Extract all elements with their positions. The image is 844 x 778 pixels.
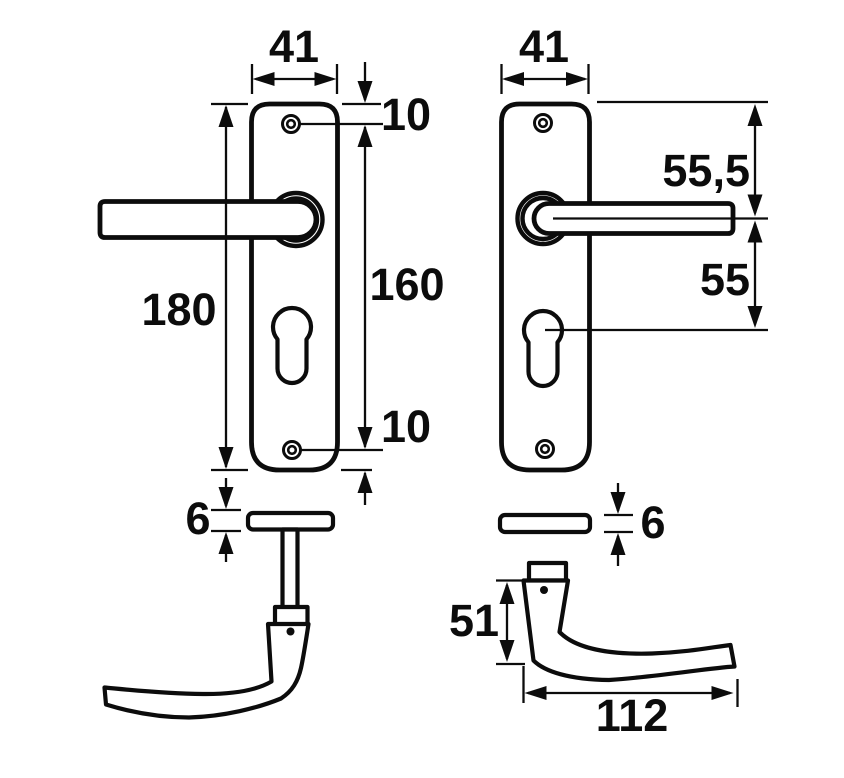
- dim-label-plate-height: 180: [141, 284, 216, 335]
- dim-top-to-handle: 55,5: [597, 100, 768, 217]
- screw-hole-top-center: [285, 118, 297, 130]
- euro-cylinder-cutout: [270, 305, 314, 386]
- side-view-figure: [499, 101, 768, 473]
- arrowhead-up: [357, 125, 373, 147]
- dim-label-rose-thickness-left: 6: [185, 493, 210, 544]
- arrowhead-up: [218, 105, 234, 127]
- dim-rose-thickness-left: 6: [185, 478, 241, 562]
- dim-screw-top-offset: 10: [299, 62, 431, 140]
- dim-handle-height: 51: [449, 579, 525, 666]
- dim-label-top-to-handle: 55,5: [662, 145, 750, 196]
- rose-side-view-right: [497, 512, 593, 535]
- dim-label-plate-width-left: 41: [269, 21, 319, 72]
- spindle-socket: [526, 560, 569, 583]
- exploded-parts-right: [497, 512, 737, 683]
- screw-hole-bottom-right-center: [539, 443, 551, 455]
- dim-screw-spacing: 160: [357, 125, 445, 449]
- arrowhead-up: [499, 582, 515, 604]
- dim-plate-height: 180: [141, 102, 248, 472]
- arrowhead-up: [747, 104, 763, 126]
- grub-screw-dot: [286, 627, 295, 636]
- dim-screw-bottom-offset: 10: [300, 401, 431, 505]
- arrowhead-up: [357, 471, 373, 493]
- dim-handle-length: 112: [522, 666, 739, 741]
- rose-side-view: [245, 510, 336, 532]
- arrowhead-down: [218, 487, 234, 509]
- dim-handle-to-cylinder: 55: [700, 220, 763, 328]
- dim-label-handle-height: 51: [449, 595, 499, 646]
- lever-handle-side-right: [521, 578, 737, 683]
- screw-hole-top-right-center: [537, 117, 549, 129]
- arrowhead-left: [524, 686, 547, 700]
- arrowhead-right: [711, 686, 734, 700]
- arrowhead-left: [502, 72, 524, 86]
- backplate-front: [249, 101, 340, 473]
- lever-handle-side-left: [102, 621, 311, 720]
- dim-label-screw-top-offset: 10: [381, 89, 431, 140]
- arrowhead-down: [610, 492, 626, 514]
- euro-cylinder-cutout-right: [521, 308, 565, 389]
- arrowhead-down: [747, 194, 763, 217]
- dim-label-plate-width-right: 41: [519, 21, 569, 72]
- arrowhead-down: [499, 640, 515, 662]
- dim-label-handle-length: 112: [596, 690, 669, 741]
- backplate-side: [499, 101, 592, 473]
- dim-label-screw-spacing: 160: [369, 259, 444, 310]
- arrowhead-left: [252, 72, 275, 86]
- grub-screw-dot-right: [540, 586, 548, 594]
- dim-label-handle-to-cylinder: 55: [700, 254, 750, 305]
- front-view-figure: [97, 101, 340, 473]
- dim-plate-width-right: 41: [500, 21, 590, 94]
- dim-label-rose-thickness-right: 6: [640, 497, 665, 548]
- arrowhead-down: [357, 427, 373, 449]
- arrowhead-down: [218, 447, 234, 469]
- dim-rose-thickness-right: 6: [604, 483, 666, 566]
- arrowhead-right: [566, 72, 588, 86]
- dim-label-screw-bottom-offset: 10: [381, 401, 431, 452]
- arrowhead-right: [314, 72, 337, 86]
- exploded-parts-left: [102, 510, 336, 720]
- dim-plate-width-left: 41: [250, 21, 339, 94]
- screw-hole-bottom-center: [286, 444, 298, 456]
- arrowhead-down: [747, 306, 763, 328]
- spindle-rod: [280, 527, 300, 610]
- arrowhead-up: [747, 220, 763, 243]
- lever-handle-front: [97, 199, 319, 240]
- arrowhead-down: [357, 81, 373, 103]
